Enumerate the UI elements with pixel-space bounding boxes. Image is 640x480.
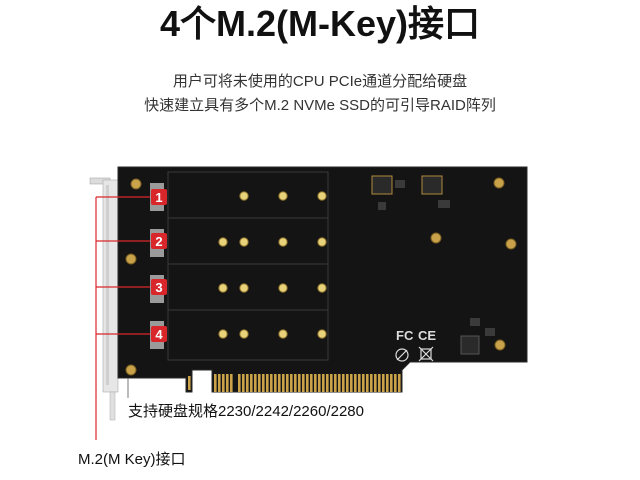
gold-finger xyxy=(366,374,369,392)
pcie-gold-fingers xyxy=(188,374,401,392)
gold-finger xyxy=(188,376,191,390)
gold-finger xyxy=(238,374,241,392)
board-mounting-holes xyxy=(125,177,517,376)
gold-finger xyxy=(382,374,385,392)
gold-finger xyxy=(290,374,293,392)
gold-finger xyxy=(342,374,345,392)
gold-finger xyxy=(254,374,257,392)
pcb-board xyxy=(117,166,528,393)
gold-finger xyxy=(386,374,389,392)
gold-finger xyxy=(282,374,285,392)
gold-finger xyxy=(374,374,377,392)
gold-finger xyxy=(302,374,305,392)
gold-finger xyxy=(318,374,321,392)
gold-finger xyxy=(278,374,281,392)
standoff-hole xyxy=(278,237,288,247)
standoff-hole xyxy=(239,283,249,293)
gold-finger xyxy=(358,374,361,392)
standoff-hole xyxy=(218,329,228,339)
gold-finger xyxy=(350,374,353,392)
svg-text:3: 3 xyxy=(155,280,162,295)
fc-mark: FC xyxy=(396,328,414,343)
standoff-hole xyxy=(317,191,327,201)
gold-finger xyxy=(398,374,401,392)
gold-finger xyxy=(370,374,373,392)
gold-finger xyxy=(310,374,313,392)
gold-finger xyxy=(218,374,221,392)
standoff-hole xyxy=(317,283,327,293)
gold-finger xyxy=(354,374,357,392)
gold-finger xyxy=(330,374,333,392)
weee-bin-icon xyxy=(420,348,432,360)
recycle-icon xyxy=(395,348,409,362)
gold-finger xyxy=(322,374,325,392)
mounting-standoffs xyxy=(218,191,327,339)
gold-finger xyxy=(262,374,265,392)
pcb-components xyxy=(371,175,495,355)
gold-finger xyxy=(214,374,217,392)
standoff-hole xyxy=(278,283,288,293)
gold-finger xyxy=(242,374,245,392)
gold-finger xyxy=(246,374,249,392)
certification-marks: FC CE xyxy=(395,328,436,362)
gold-finger xyxy=(346,374,349,392)
standoff-hole xyxy=(239,237,249,247)
svg-text:1: 1 xyxy=(155,190,162,205)
gold-finger xyxy=(298,374,301,392)
gold-finger xyxy=(286,374,289,392)
m2-interface-caption: M.2(M Key)接口 xyxy=(78,451,186,468)
svg-text:4: 4 xyxy=(155,327,163,342)
gold-finger xyxy=(326,374,329,392)
page-title: 4个M.2(M-Key)接口 xyxy=(159,3,481,44)
gold-finger xyxy=(258,374,261,392)
ce-mark: CE xyxy=(418,328,436,343)
standoff-hole xyxy=(239,191,249,201)
subtitle-line-2: 快速建立具有多个M.2 NVMe SSD的可引导RAID阵列 xyxy=(144,97,496,114)
gold-finger xyxy=(338,374,341,392)
slot-badge-3: 3 xyxy=(151,279,167,295)
gold-finger xyxy=(314,374,317,392)
slot-badge-2: 2 xyxy=(151,233,167,249)
gold-finger xyxy=(230,374,233,392)
gold-finger xyxy=(394,374,397,392)
svg-text:2: 2 xyxy=(155,234,162,249)
standoff-hole xyxy=(278,191,288,201)
slot-badge-1: 1 xyxy=(151,189,167,205)
metal-bracket xyxy=(89,177,119,421)
m2-slot-area xyxy=(167,171,329,361)
standoff-hole xyxy=(218,237,228,247)
gold-finger xyxy=(378,374,381,392)
gold-finger xyxy=(226,374,229,392)
gold-finger xyxy=(266,374,269,392)
gold-finger xyxy=(274,374,277,392)
subtitle-line-1: 用户可将未使用的CPU PCIe通道分配给硬盘 xyxy=(172,73,468,90)
gold-finger xyxy=(222,374,225,392)
support-spec-caption: 支持硬盘规格2230/2242/2260/2280 xyxy=(128,403,364,420)
standoff-hole xyxy=(317,237,327,247)
slot-badge-4: 4 xyxy=(151,326,167,342)
gold-finger xyxy=(250,374,253,392)
gold-finger xyxy=(294,374,297,392)
gold-finger xyxy=(334,374,337,392)
standoff-hole xyxy=(218,283,228,293)
callout-lines xyxy=(95,196,150,440)
gold-finger xyxy=(390,374,393,392)
gold-finger xyxy=(306,374,309,392)
standoff-hole xyxy=(317,329,327,339)
gold-finger xyxy=(362,374,365,392)
gold-finger xyxy=(270,374,273,392)
standoff-hole xyxy=(278,329,288,339)
standoff-hole xyxy=(239,329,249,339)
